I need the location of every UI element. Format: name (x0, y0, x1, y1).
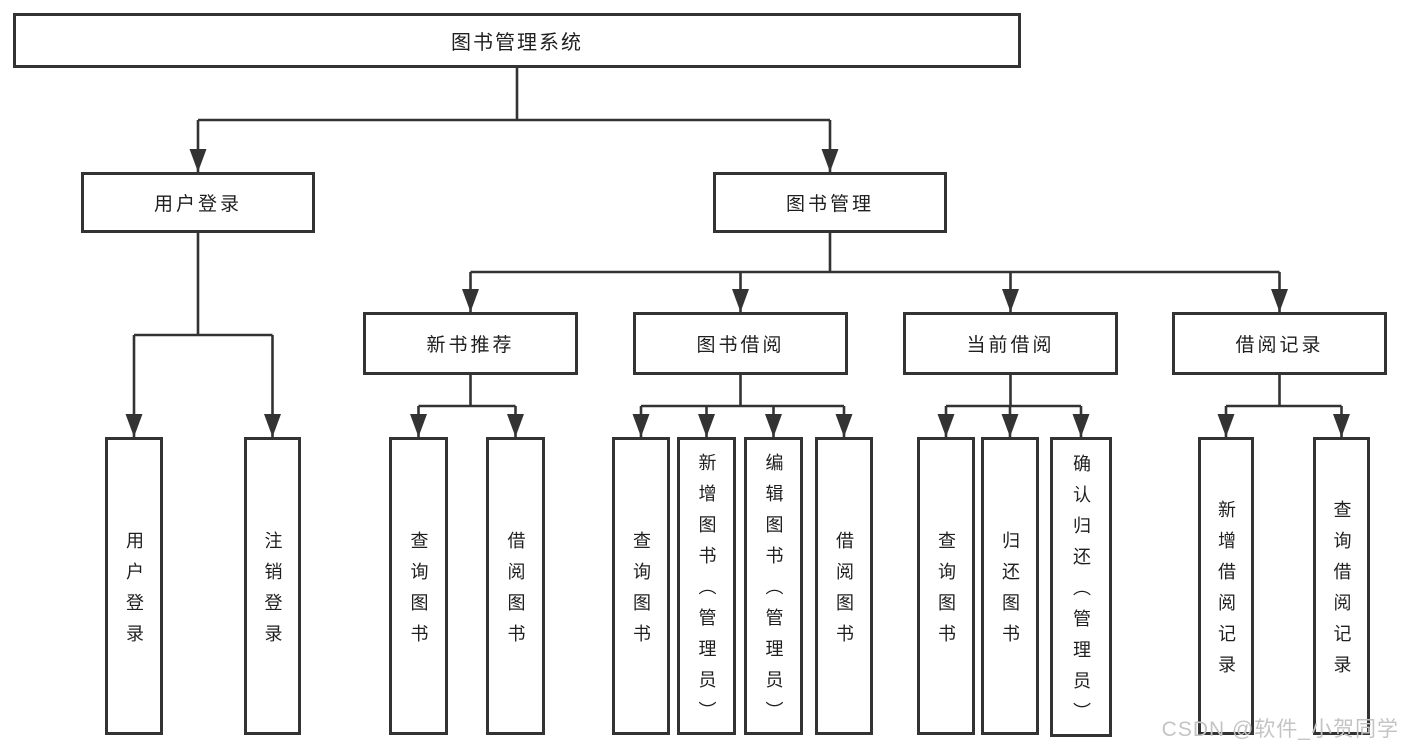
branch-user-login-label: 用户登录 (153, 194, 242, 215)
branch-current-borrow-label: 当前借阅 (966, 335, 1055, 356)
leaf-edit-book-admin: 编辑图书（管理员） (744, 437, 803, 735)
leaf-add-book-admin: 新增图书（管理员） (677, 437, 736, 735)
leaf-return-book: 归还图书 (981, 437, 1039, 735)
connector-user-login (125, 233, 281, 437)
leaf-add-borrow-record: 新增借阅记录 (1198, 437, 1254, 735)
connector-root (189, 68, 839, 172)
branch-user-login: 用户登录 (81, 172, 315, 233)
leaf-current-query-books: 查询图书 (917, 437, 975, 735)
leaf-borrow-books: 借阅图书 (815, 437, 873, 735)
leaf-add-book-admin-label: 新增图书（管理员） (696, 453, 717, 732)
leaf-query-borrow-record-label: 查询借阅记录 (1331, 499, 1352, 686)
branch-new-book-recommend-label: 新书推荐 (426, 335, 515, 356)
leaf-current-query-books-label: 查询图书 (936, 530, 956, 655)
leaf-user-login: 用户登录 (105, 437, 163, 735)
branch-book-borrow-label: 图书借阅 (696, 335, 785, 356)
leaf-query-borrow-record: 查询借阅记录 (1313, 437, 1370, 735)
branch-book-management: 图书管理 (713, 172, 947, 233)
leaf-recommend-query-books: 查询图书 (389, 437, 448, 735)
leaf-borrow-books-label: 借阅图书 (834, 530, 854, 655)
leaf-recommend-query-books-label: 查询图书 (408, 530, 429, 655)
leaf-logout-label: 注销登录 (262, 530, 283, 655)
leaf-add-borrow-record-label: 新增借阅记录 (1216, 499, 1236, 686)
leaf-confirm-return-admin-label: 确认归还（管理员） (1071, 454, 1091, 733)
leaf-recommend-borrow-books-label: 借阅图书 (505, 530, 526, 655)
connector-borrow-records (1217, 375, 1350, 437)
connector-book-management (462, 233, 1288, 312)
branch-new-book-recommend: 新书推荐 (363, 312, 578, 375)
node-root-label: 图书管理系统 (451, 32, 583, 54)
branch-book-borrow: 图书借阅 (633, 312, 848, 375)
leaf-user-login-label: 用户登录 (124, 530, 144, 655)
leaf-borrow-query-books-label: 查询图书 (631, 530, 651, 655)
leaf-confirm-return-admin: 确认归还（管理员） (1050, 437, 1112, 737)
leaf-logout: 注销登录 (244, 437, 301, 735)
leaf-return-book-label: 归还图书 (1000, 530, 1020, 655)
branch-book-management-label: 图书管理 (785, 194, 874, 215)
branch-borrow-records: 借阅记录 (1172, 312, 1387, 375)
branch-current-borrow: 当前借阅 (903, 312, 1118, 375)
connector-book-borrow (632, 375, 853, 437)
connector-new-book-recommend (410, 375, 524, 437)
leaf-recommend-borrow-books: 借阅图书 (486, 437, 545, 735)
leaf-borrow-query-books: 查询图书 (612, 437, 670, 735)
leaf-edit-book-admin-label: 编辑图书（管理员） (763, 453, 784, 732)
branch-borrow-records-label: 借阅记录 (1235, 335, 1324, 356)
node-root: 图书管理系统 (13, 13, 1021, 68)
connector-current-borrow (937, 375, 1090, 437)
watermark-text: CSDN @软件_小贺同学 (1161, 718, 1399, 741)
